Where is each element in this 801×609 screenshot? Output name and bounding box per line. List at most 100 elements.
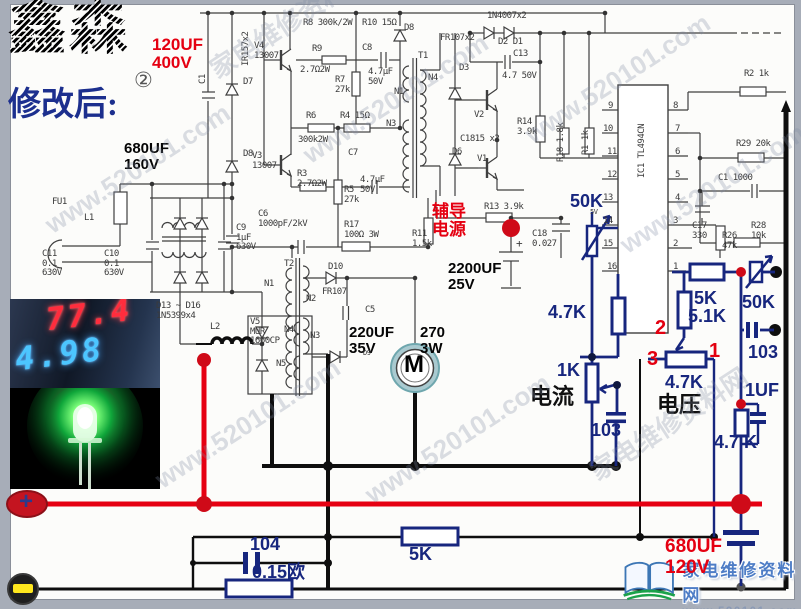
lbl-n4-t1: N4 [428, 73, 438, 83]
lbl-5v: 5V [590, 208, 598, 216]
lbl-l2: L2 [210, 322, 220, 332]
lbl-d7: D7 [243, 77, 253, 87]
wm-3: www.520101.com [149, 352, 346, 495]
ic-pin-12: 12 [607, 170, 617, 180]
ic-pin-10: 10 [603, 124, 613, 134]
lbl-r1: R1 1k [581, 130, 591, 155]
lbl-d10: D10 [328, 262, 343, 272]
ic-pin-16: 16 [607, 262, 617, 272]
lbl-d9: D9 [363, 349, 371, 357]
logo-site-name: 家电维修资料网 [682, 561, 797, 605]
note-cap103-a: 103 [591, 420, 622, 440]
lbl-r8: R8 300k/2W [303, 18, 353, 28]
lbl-r9-val: 2.7Ω2W [300, 65, 330, 75]
lbl-2200-plus: + [516, 237, 523, 250]
lbl-d13-d16: D13 ~ D16 1N5399x4 [156, 301, 201, 321]
pot-terminal-2: 2 [655, 317, 667, 339]
lbl-r26: R26 47k [722, 231, 737, 251]
led-leg [88, 443, 91, 489]
ic-pin-5: 5 [675, 170, 680, 180]
lbl-n1-t2: N1 [264, 279, 274, 289]
note-2200uf-25v: 2200UF 25V [448, 260, 502, 294]
led-illustration [10, 388, 160, 489]
site-logo: 家电维修资料网 www.520101.com [620, 556, 801, 609]
lbl-d3: D3 [459, 63, 469, 73]
lbl-c11: C11 0.1 630V [42, 249, 62, 279]
lbl-fr107: FR107 [322, 287, 347, 297]
lbl-n3-t1: N3 [386, 119, 396, 129]
lbl-c1: C1 [198, 74, 208, 84]
lbl-r6: R6 [306, 111, 316, 121]
lbl-c9: C9 1μF 630V [236, 223, 256, 253]
note-res015ohm: 0.15欧 [252, 562, 306, 582]
lbl-d2-d1: D2 D1 [498, 37, 523, 47]
lbl-r5: R5 27k [344, 185, 359, 205]
note-120uf-400v: 120UF 400V [152, 35, 204, 73]
lbl-c5: C5 [365, 305, 375, 315]
lbl-c18: C18 0.027 [532, 229, 557, 249]
lbl-r29: R29 20k [736, 139, 771, 149]
lbl-c13: C13 [513, 49, 528, 59]
motor-letter: M [404, 351, 424, 378]
note-pot50k-a: 50K [570, 191, 604, 211]
ic-pin-13: 13 [603, 193, 613, 203]
led-leg [79, 443, 82, 485]
lbl-c17: C17 330 [692, 221, 707, 241]
logo-site-url: www.520101.com [682, 606, 801, 609]
ic-pin-2: 2 [673, 239, 678, 249]
lbl-v2: V2 [474, 110, 484, 120]
lbl-n5: N5 [276, 359, 286, 369]
note-pot50k-b: 50K [742, 292, 776, 312]
lbl-c1815: C1815 x2 [460, 134, 500, 144]
note-current: 电流 [530, 384, 575, 409]
subtitle-modified: 修改后: [8, 87, 118, 123]
wm-5: www.520101.com [519, 7, 716, 150]
lbl-fr107x2: FR107x2 [440, 33, 475, 43]
note-res51k: 5.1K [688, 306, 727, 326]
wm-8: 家电维修资料网 [204, 0, 374, 85]
note-res47k-a: 4.7K [548, 302, 587, 322]
lbl-c8-val: 4.7μF 50V [368, 67, 393, 87]
lbl-n3-t2: N3 [310, 331, 320, 341]
ic-pin-7: 7 [675, 124, 680, 134]
lbl-v5: V5 MUR 1660CP [250, 317, 280, 347]
lbl-c6: C6 1000pF/2kV [258, 209, 308, 229]
lbl-n4-v5: N4 [284, 325, 294, 335]
lbl-v4: V4 13007 [254, 41, 279, 61]
note-220uf-35v: 220UF 35V [349, 324, 395, 358]
lbl-t1: T1 [418, 51, 428, 61]
pot-terminal-1: 1 [709, 340, 721, 362]
lbl-c7-val: 4.7μF 50V [360, 175, 385, 195]
lbl-r2: R2 1k [744, 69, 769, 79]
lbl-n1-t1: N1 [394, 87, 404, 97]
ic-pin-8: 8 [673, 101, 678, 111]
note-cap104: 104 [250, 534, 281, 554]
note-pot1k: 1K [557, 360, 581, 380]
note-res5k-b: 5K [409, 544, 433, 564]
note-cap103-b: 103 [748, 342, 779, 362]
lbl-c10: C10 0.1 630V [104, 249, 124, 279]
lbl-r17: R17 100Ω 3W [344, 220, 379, 240]
brand-title: 鑫森 [8, 0, 131, 61]
note-motor-270-3w: 270 3W [420, 324, 446, 358]
note-680uf-120v: 680UF 120V [665, 536, 723, 578]
circled-number: ② [134, 69, 153, 92]
note-680uf-160v: 680UF 160V [124, 140, 170, 174]
note-aux-power: 辅导 电源 [432, 202, 466, 240]
book-icon [623, 561, 676, 601]
wm-2: www.520101.com [297, 27, 494, 170]
ic-pin-9: 9 [608, 101, 613, 111]
ic-pin-14: 14 [603, 216, 613, 226]
ic-pin-11: 11 [607, 147, 617, 157]
note-pot47k-voltage: 4.7K [665, 372, 704, 392]
lbl-c13-val: 4.7 50V [502, 71, 537, 81]
ic-pin-15: 15 [603, 239, 613, 249]
lbl-n2: N2 [306, 294, 316, 304]
lbl-ic1: IC1 TL494CN [637, 123, 647, 178]
lbl-r11: R11 1.5k [412, 229, 432, 249]
photo-panel-meter: 77.4 4.98 [10, 299, 160, 388]
lbl-r4: R4 15Ω [340, 111, 370, 121]
lbl-1n4007x2: 1N4007x2 [487, 11, 527, 21]
